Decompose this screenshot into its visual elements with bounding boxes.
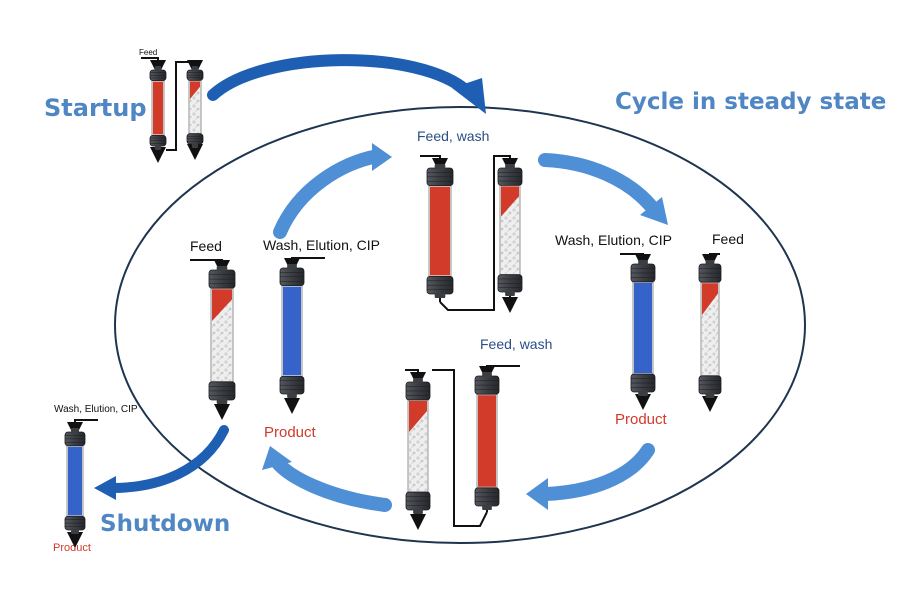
left-col-2: [279, 264, 305, 398]
shutdown-title: Shutdown: [100, 511, 230, 537]
bottom-feed-wash-label: Feed, wash: [480, 336, 552, 352]
cycle-arrow-right-to-bottom: [526, 443, 655, 510]
left-product-label: Product: [264, 424, 317, 441]
cycle-title: Cycle in steady state: [615, 89, 886, 115]
eluting-resin: [283, 286, 301, 376]
right-feed-label: Feed: [712, 231, 744, 247]
cycle-arrow-bottom-to-left: [262, 446, 392, 512]
right-col-1: [630, 260, 656, 396]
eluting-resin: [68, 446, 82, 516]
loaded-front: [501, 186, 519, 217]
shutdown-product-label: Product: [53, 542, 91, 554]
shutdown-arrow: [94, 425, 229, 500]
left-col-1: [208, 266, 236, 404]
left-feed-label: Feed: [190, 238, 222, 254]
loaded-front: [409, 400, 427, 433]
eluting-resin: [634, 282, 652, 374]
bottom-col-2: [474, 372, 500, 510]
startup-feed-label: Feed: [139, 48, 157, 57]
startup-arrow: [207, 54, 486, 114]
cycle-arrow-left-to-top: [273, 143, 392, 239]
right-wash-label: Wash, Elution, CIP: [555, 232, 672, 248]
top-col-2: [497, 164, 523, 296]
right-product-label: Product: [615, 411, 668, 428]
startup-col-2: [186, 66, 204, 148]
top-feed-wash-label: Feed, wash: [417, 128, 489, 144]
right-col-2: [698, 260, 722, 398]
shutdown-wash-label: Wash, Elution, CIP: [54, 404, 138, 415]
fresh-resin: [190, 81, 200, 133]
cycle-ellipse: [114, 106, 806, 544]
loaded-resin: [430, 186, 450, 276]
loaded-front: [190, 81, 200, 100]
startup-col-1: [149, 66, 167, 150]
columns: [64, 66, 722, 534]
loaded-resin: [478, 395, 496, 487]
bottom-col-1: [405, 378, 431, 514]
loaded-front: [212, 289, 232, 321]
cycle-arrow-top-to-right: [538, 153, 668, 225]
top-col-1: [426, 164, 454, 298]
startup-title: Startup: [44, 94, 147, 122]
loaded-front: [702, 283, 718, 315]
shutdown-col: [64, 428, 86, 534]
loaded-resin: [153, 81, 163, 135]
left-wash-label: Wash, Elution, CIP: [263, 237, 380, 253]
